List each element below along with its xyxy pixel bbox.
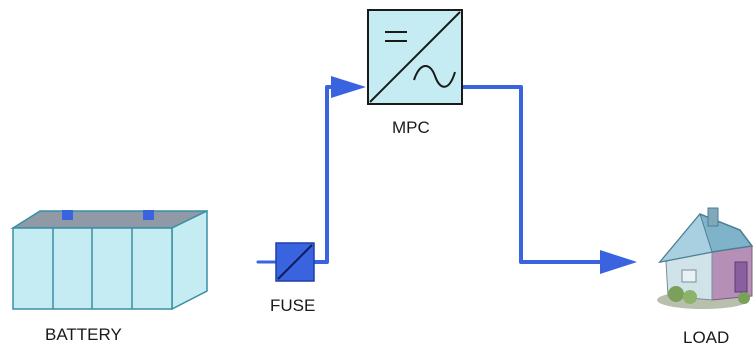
- house-roof-front: [658, 212, 713, 263]
- wire-mpc-load: [460, 85, 607, 264]
- house-bush: [683, 290, 697, 304]
- house-window: [681, 269, 697, 283]
- mpc-label: MPC: [392, 118, 430, 137]
- house-bush: [738, 292, 750, 304]
- load-label: LOAD: [683, 328, 729, 347]
- house-bush: [668, 286, 684, 302]
- wires: [256, 85, 607, 264]
- arrow-to-mpc: [331, 76, 366, 98]
- fuse-icon: [275, 242, 315, 282]
- wire-fuse-mpc: [313, 85, 342, 264]
- mpc-diagonal: [369, 11, 461, 103]
- battery-icon: [10, 209, 208, 311]
- inverter-icon: [367, 9, 463, 105]
- battery-terminal: [143, 210, 154, 220]
- fuse-diagonal: [277, 244, 313, 280]
- ac-symbol: [413, 65, 456, 88]
- fuse-label: FUSE: [270, 296, 315, 315]
- house-chimney: [707, 207, 719, 227]
- house-icon: [657, 207, 754, 309]
- arrow-to-load: [600, 250, 637, 274]
- battery-label: BATTERY: [45, 325, 122, 344]
- house-door: [734, 261, 748, 293]
- battery-side-face: [171, 209, 208, 311]
- battery-terminal: [62, 210, 73, 220]
